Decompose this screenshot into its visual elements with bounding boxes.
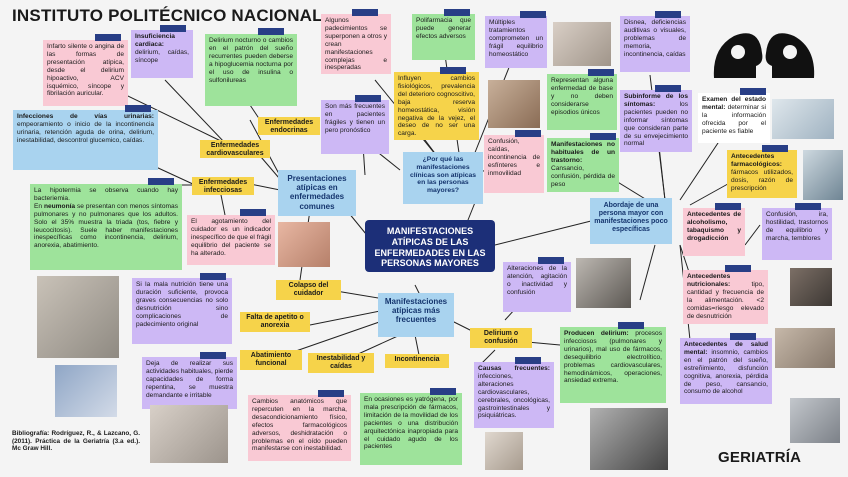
tape <box>740 88 766 95</box>
subject-title: GERIATRÍA <box>718 449 802 466</box>
tape <box>160 25 186 32</box>
tape <box>655 85 681 92</box>
tape <box>430 388 456 395</box>
note-influyen: Influyen cambios fisiológicos, prevalenc… <box>394 72 479 140</box>
note-polifarmacia: Polifarmacia que puede generar efectos a… <box>412 14 475 60</box>
photo-meal <box>790 268 832 306</box>
tape <box>515 357 541 364</box>
tape <box>258 28 284 35</box>
label-colapso: Colapso del cuidador <box>276 280 341 300</box>
note-multiples: Múltiples tratamientos comprometen un fr… <box>485 16 547 68</box>
note-subinforme: Subinforme de los síntomas: los paciente… <box>620 90 692 152</box>
label-delirium: Delirium o confusión <box>470 328 532 348</box>
label-abatimiento: Abatimiento funcional <box>240 350 302 370</box>
heads-illustration-icon <box>713 33 815 78</box>
note-causas-frecuentes: Causas frecuentes: infecciones, alteraci… <box>474 362 554 428</box>
label-falta-apetito: Falta de apetito o anorexia <box>240 312 310 332</box>
note-alteraciones-atencion: Alteraciones de la atención, agitación o… <box>503 262 571 312</box>
note-producen: Producen delirium: procesos infecciosos … <box>560 327 666 403</box>
note-no-habituales: Manifestaciones no habituales de un tras… <box>547 138 619 192</box>
note-insuficiencia: Insuficiencia cardiaca: delirium, caídas… <box>131 30 193 78</box>
note-disnea: Disnea, deficiencias auditivas o visuale… <box>620 16 690 72</box>
tape <box>444 9 470 16</box>
tape <box>590 133 616 140</box>
hub-presentaciones: Presentaciones atípicas en enfermedades … <box>278 170 356 216</box>
note-nutricionales: Antecedentes nutricionales: tipo, cantid… <box>683 270 768 324</box>
photo-pills <box>772 99 834 139</box>
tape <box>588 69 614 76</box>
hub-por-que: ¿Por qué las manifestaciones clínicas so… <box>403 152 483 204</box>
photo-elderly-sitting <box>55 365 117 417</box>
photo-hands <box>488 80 540 128</box>
note-delirium-nocturno: Delirium nocturno o cambios en el patrón… <box>205 34 297 106</box>
tape <box>125 105 151 112</box>
tape <box>762 145 788 152</box>
note-salud-mental: Antecedentes de salud mental: insomnio, … <box>680 338 772 404</box>
photo-elderly-woman <box>37 276 119 358</box>
note-alcoholismo: Antecedentes de alcoholismo, tabaquismo … <box>683 208 745 256</box>
note-confusion-caidas: Confusión, caídas, incontinencia de esfí… <box>484 135 544 193</box>
note-cambios-anatomicos: Cambios anatómicos que repercuten en la … <box>248 395 351 461</box>
note-yatrogena: En ocasiones es yatrógena, por mala pres… <box>360 393 462 465</box>
tape <box>355 95 381 102</box>
photo-caregiver <box>278 222 330 267</box>
note-infarto: Infarto silente o angina de las formas d… <box>43 40 128 106</box>
tape <box>618 322 644 329</box>
note-infecciones-urinarias: Infecciones de vías urinarias: empeorami… <box>13 110 158 170</box>
tape <box>352 9 378 16</box>
photo-elderly-man <box>576 258 631 308</box>
tape <box>240 209 266 216</box>
tape <box>655 11 681 18</box>
tape <box>795 203 821 210</box>
note-algunos-padecimientos: Algunos padecimientos se superponen a ot… <box>321 14 391 74</box>
label-endocrinas: Enfermedades endocrinas <box>258 117 320 135</box>
note-mala-nutricion: Si la mala nutrición tiene una duración … <box>132 278 232 344</box>
hub-manifestaciones-frecuentes: Manifestaciones atípicas más frecuentes <box>378 293 454 337</box>
note-son-mas: Son más frecuentes en pacientes frágiles… <box>321 100 389 154</box>
bibliography: Bibliografía: Rodríguez, R., & Lazcano, … <box>12 430 140 453</box>
photo-elderly-eating <box>775 328 835 368</box>
tape <box>725 265 751 272</box>
tape <box>148 178 174 185</box>
tape <box>440 67 466 74</box>
photo-hearing <box>553 22 611 66</box>
tape <box>95 34 121 41</box>
label-inestabilidad: Inestabilidad y caídas <box>308 353 374 373</box>
label-infecciosas: Enfermedades infecciosas <box>192 177 254 195</box>
note-confusion-ira: Confusión, ira, hostilidad, trastornos d… <box>762 208 832 260</box>
photo-stressed-man <box>590 408 668 470</box>
photo-bottles <box>790 398 840 443</box>
photo-medication <box>803 150 843 200</box>
tape <box>318 390 344 397</box>
note-dejar-realizar: Deja de realizar sus actividades habitua… <box>142 357 237 409</box>
tape <box>520 11 546 18</box>
hub-abordaje: Abordaje de una persona mayor con manife… <box>590 198 672 244</box>
tape <box>538 257 564 264</box>
photo-incontinence <box>485 432 523 470</box>
label-cardiovasculares: Enfermedades cardiovasculares <box>200 140 270 158</box>
note-farmacologicos: Antecedentes farmacológicos: fármacos ut… <box>727 150 797 198</box>
tape <box>200 273 226 280</box>
note-neumonia: La hipotermia se observa cuando hay bact… <box>30 184 182 270</box>
tape <box>200 352 226 359</box>
photo-woman-floor <box>150 405 228 463</box>
note-agotamiento: El agotamiento del cuidador es un indica… <box>187 215 275 265</box>
note-representan: Representan alguna enfermedad de base y … <box>547 74 617 130</box>
institution-title: INSTITUTO POLITÉCNICO NACIONAL <box>12 6 323 25</box>
tape <box>515 130 541 137</box>
tape <box>715 203 741 210</box>
center-topic: MANIFESTACIONES ATÍPICAS DE LAS ENFERMED… <box>365 220 495 272</box>
label-incontinencia: Incontinencia <box>385 354 449 368</box>
tape <box>730 333 756 340</box>
note-examen: Examen del estado mental: determinar si … <box>698 93 770 143</box>
